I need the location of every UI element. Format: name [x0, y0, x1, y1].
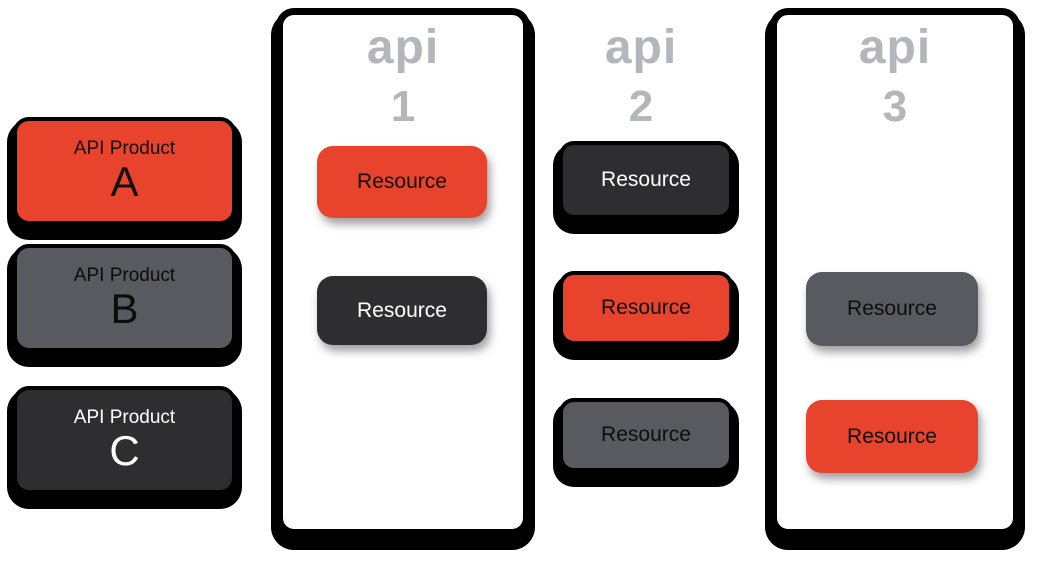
api-product-c-card: API Product C [13, 386, 236, 494]
api-3-number: 3 [882, 82, 908, 131]
api-product-b-card: API Product B [13, 244, 236, 352]
api-1-resource-1-label: Resource [357, 170, 447, 193]
api-1-resource-1: Resource [317, 146, 487, 218]
api-3-resource-1: Resource [806, 272, 978, 346]
api-1-heading: api 1 [276, 24, 530, 129]
api-2-resource-3-label: Resource [601, 423, 691, 446]
api-2-resource-2-label: Resource [601, 296, 691, 319]
api-2-number: 2 [628, 82, 654, 131]
api-product-b-letter: B [110, 285, 139, 333]
api-product-a-letter: A [110, 158, 139, 206]
api-product-a-card: API Product A [13, 117, 236, 225]
api-2-name: api [604, 21, 678, 74]
api-3-name: api [858, 21, 932, 74]
api-1-number: 1 [390, 82, 416, 131]
api-product-a-label: API Product [73, 137, 176, 159]
api-3-resource-1-label: Resource [847, 297, 937, 320]
api-1-container [276, 8, 530, 536]
api-3-resource-2: Resource [806, 400, 978, 473]
api-2-resource-1-label: Resource [601, 168, 691, 191]
api-2-resource-2: Resource [559, 271, 733, 345]
api-2-resource-3: Resource [559, 398, 733, 472]
api-1-resource-2-label: Resource [357, 298, 447, 322]
api-1-name: api [366, 21, 440, 74]
api-1-resource-2: Resource [317, 276, 487, 345]
api-product-b-label: API Product [73, 264, 176, 286]
api-2-resource-1: Resource [559, 141, 733, 219]
api-3-heading: api 3 [770, 24, 1020, 129]
api-product-c-label: API Product [73, 406, 176, 428]
api-2-heading: api 2 [551, 24, 731, 129]
api-3-resource-2-label: Resource [847, 424, 937, 448]
api-product-c-letter: C [109, 427, 140, 475]
